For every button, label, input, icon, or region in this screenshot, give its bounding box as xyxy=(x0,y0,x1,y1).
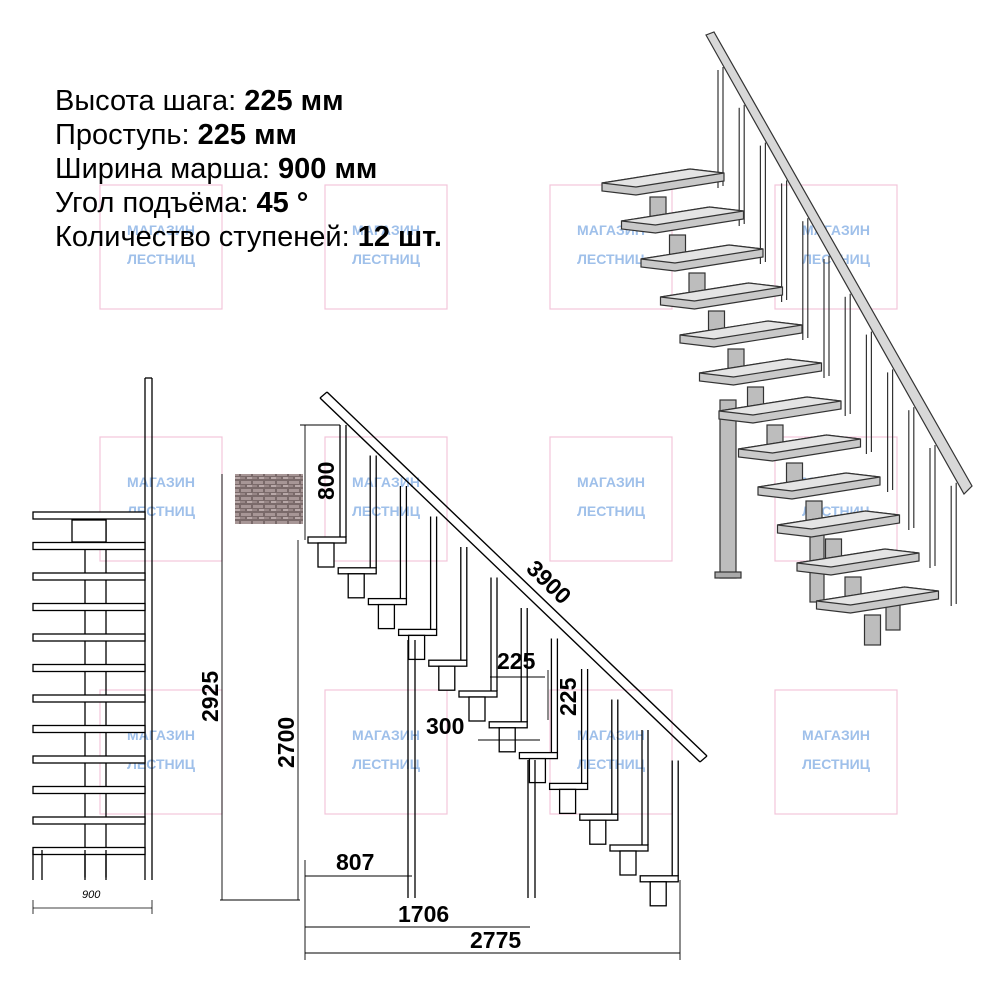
front-tread xyxy=(32,541,146,551)
watermark-frame xyxy=(324,689,448,815)
side-bracket xyxy=(438,665,456,691)
total-length-label: 2775 xyxy=(470,927,521,953)
iso-tread-top xyxy=(660,282,783,302)
watermark-text: ЛЕСТНИЦ xyxy=(352,756,421,772)
front-tread xyxy=(32,633,146,642)
front-width-label: 900 xyxy=(82,889,101,901)
front-tread xyxy=(32,511,146,520)
side-tread xyxy=(548,782,589,791)
side-tread xyxy=(579,813,619,821)
spec-tread: Проступь: 225 мм xyxy=(55,119,297,151)
side-bracket xyxy=(619,850,637,876)
tread-width-label: 300 xyxy=(426,713,464,739)
watermark-text: МАГАЗИН xyxy=(802,727,870,743)
front-tread xyxy=(32,846,146,856)
iso-tread-top xyxy=(699,358,822,378)
side-bracket xyxy=(649,881,667,907)
watermark-text: МАГАЗИН xyxy=(127,222,195,238)
perspective-view xyxy=(601,31,973,646)
mid-length-label: 1706 xyxy=(398,901,449,927)
watermark-frame xyxy=(549,436,673,562)
watermark-text: ЛЕСТНИЦ xyxy=(352,251,421,267)
watermark-text: ЛЕСТНИЦ xyxy=(802,756,871,772)
support-offset-label: 807 xyxy=(336,849,374,875)
side-view xyxy=(220,391,708,960)
spec-flight-width: Ширина марша: 900 мм xyxy=(55,153,378,185)
watermark-frame xyxy=(774,689,898,815)
iso-tread-top xyxy=(679,320,803,340)
front-tread xyxy=(32,602,146,612)
railing-height-label: 800 xyxy=(313,462,339,500)
floor-height-label: 2700 xyxy=(273,717,299,768)
iso-post-foot xyxy=(714,571,742,579)
iso-main-post xyxy=(719,399,737,579)
specifications: Высота шага: 225 мм Проступь: 225 мм Шир… xyxy=(55,84,442,254)
watermark-text: МАГАЗИН xyxy=(577,474,645,490)
iso-tread-top xyxy=(757,472,881,492)
side-tread xyxy=(337,567,377,575)
side-tread xyxy=(609,844,649,852)
front-tread xyxy=(32,572,146,581)
side-tread xyxy=(639,875,679,883)
side-bracket xyxy=(558,788,577,815)
railing-length-label: 3900 xyxy=(522,555,577,609)
side-tread xyxy=(488,721,528,729)
side-bracket xyxy=(407,634,426,661)
spec-angle: Угол подъёма: 45 ° xyxy=(55,187,309,219)
watermark-text: МАГАЗИН xyxy=(127,474,195,490)
watermark-text: ЛЕСТНИЦ xyxy=(577,503,646,519)
side-tread xyxy=(397,628,438,637)
spec-step-count: Количество ступеней: 12 шт. xyxy=(55,221,442,253)
side-tread xyxy=(367,597,408,606)
watermark-frame xyxy=(99,184,223,310)
side-tread xyxy=(458,690,498,698)
watermark-text: МАГАЗИН xyxy=(352,222,420,238)
side-bracket xyxy=(317,542,335,568)
side-tread xyxy=(518,751,559,760)
step-height-label: 225 xyxy=(555,677,581,716)
watermark-text: ЛЕСТНИЦ xyxy=(577,251,646,267)
watermark-text: МАГАЗИН xyxy=(577,727,645,743)
side-bracket xyxy=(528,757,547,784)
watermark-frame xyxy=(324,436,448,562)
front-tread xyxy=(32,724,146,734)
front-tread xyxy=(32,785,146,795)
side-bracket xyxy=(377,603,396,630)
side-tread xyxy=(428,659,468,667)
iso-tread-top xyxy=(816,586,939,606)
front-view xyxy=(32,377,153,914)
side-bracket xyxy=(347,573,365,599)
front-tread xyxy=(32,755,146,764)
iso-tread-top xyxy=(718,396,842,416)
iso-post xyxy=(863,614,882,646)
side-bracket xyxy=(468,696,486,722)
side-tread xyxy=(307,536,347,544)
watermark-text: МАГАЗИН xyxy=(352,727,420,743)
iso-tread-top xyxy=(796,548,920,568)
front-tread xyxy=(32,694,146,703)
side-bracket xyxy=(589,819,607,845)
spec-step-height: Высота шага: 225 мм xyxy=(55,85,344,117)
watermark-frame xyxy=(324,184,448,310)
watermark-frame xyxy=(774,184,898,310)
front-tread xyxy=(32,663,146,673)
iso-tread-top xyxy=(777,510,900,530)
tread-depth-label: 225 xyxy=(497,648,536,674)
iso-tread-top xyxy=(640,244,764,264)
watermark-text: МАГАЗИН xyxy=(352,474,420,490)
watermark-text: ЛЕСТНИЦ xyxy=(127,251,196,267)
watermark-text: ЛЕСТНИЦ xyxy=(352,503,421,519)
total-height-label: 2925 xyxy=(197,671,223,722)
iso-tread-top xyxy=(738,434,861,454)
iso-tread-top xyxy=(621,206,744,226)
iso-tread-top xyxy=(601,168,725,188)
front-tread xyxy=(32,816,146,825)
